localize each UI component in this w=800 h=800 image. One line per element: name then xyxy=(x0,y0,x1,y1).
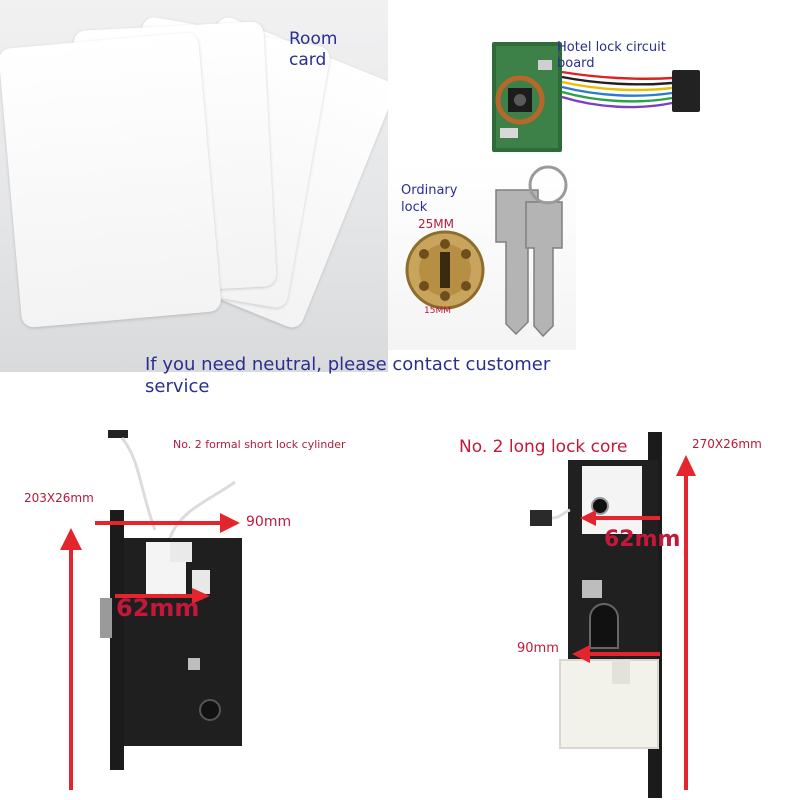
long-core-caption: No. 2 long lock core xyxy=(459,437,628,457)
right-90-dimension: 90mm xyxy=(517,641,559,656)
right-height-dimension: 270X26mm xyxy=(692,437,762,451)
neutral-notice: If you need neutral, please contact cust… xyxy=(145,354,551,397)
short-lock-body-photo xyxy=(60,420,360,800)
right-62-dimension: 62mm xyxy=(604,527,681,552)
circuit-board-photo xyxy=(388,0,716,160)
long-lock-body-photo xyxy=(520,430,690,800)
short-cylinder-caption: No. 2 formal short lock cylinder xyxy=(173,438,346,451)
ordinary-lock-photo xyxy=(388,160,576,350)
ordinary-lock-label: Ordinary lock xyxy=(401,183,458,215)
lock-dim-25mm: 25MM xyxy=(418,217,454,231)
left-width-dimension: 90mm xyxy=(246,514,292,530)
room-card-photo xyxy=(0,0,398,372)
room-card-label: Room card xyxy=(289,29,338,70)
circuit-board-label: Hotel lock circuit board xyxy=(557,40,666,71)
left-62-dimension: 62mm xyxy=(116,594,200,622)
left-height-dimension: 203X26mm xyxy=(24,491,94,505)
lock-dim-15mm: 15MM xyxy=(424,306,451,316)
